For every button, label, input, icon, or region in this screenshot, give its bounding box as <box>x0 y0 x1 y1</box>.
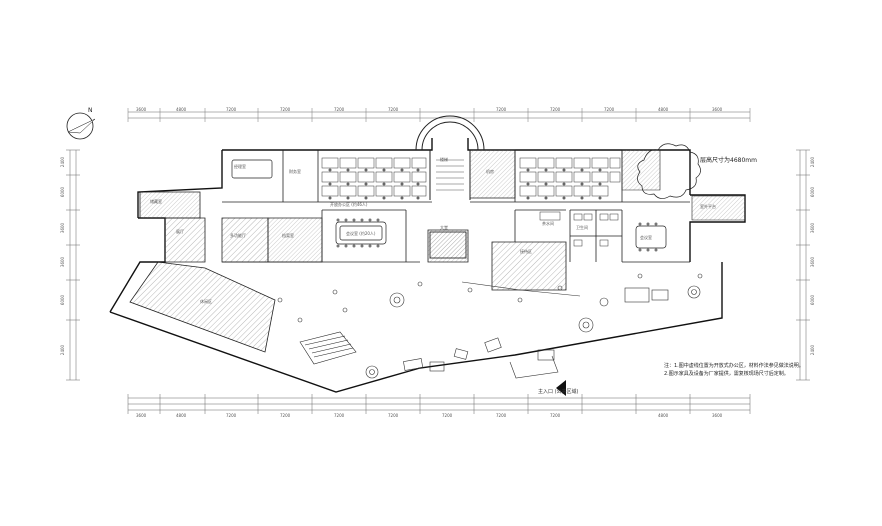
dim-left-2: 6000 <box>60 186 66 198</box>
right-dimension-lines <box>796 149 810 381</box>
cloud-note: 层高尺寸为4680mm <box>700 157 757 164</box>
room-label-multi-function: 多功能厅 <box>230 233 246 238</box>
workstations-right <box>519 157 621 200</box>
dim-top-10: 4800 <box>658 107 669 112</box>
dim-right-4: 3600 <box>810 256 816 268</box>
dim-bottom-4: 7200 <box>280 413 291 418</box>
room-label-server: 机房 <box>486 169 494 174</box>
dim-left-5: 6000 <box>60 294 66 306</box>
dim-left-6: 2400 <box>60 344 66 356</box>
entrance-label: 主入口 (公共区域) <box>538 389 579 395</box>
room-label-pantry: 茶水间 <box>542 221 554 226</box>
dim-left-4: 3600 <box>60 256 66 268</box>
dim-top-5: 7200 <box>334 107 345 112</box>
room-label-open-office: 开放办公区 (约46人) <box>330 202 368 207</box>
room-label-exhibition: 展厅 <box>176 229 184 234</box>
exterior-stair <box>299 331 357 365</box>
dim-top-11: 3600 <box>712 107 723 112</box>
dim-right-6: 2400 <box>810 344 816 356</box>
dim-bottom-7: 7200 <box>442 413 453 418</box>
general-note-1: 注：1.图中虚线位置为开放式办公区，材料作法参见做法说明。 <box>664 363 804 369</box>
lounge-furniture <box>277 273 703 379</box>
dim-right-5: 6000 <box>810 294 816 306</box>
dim-top-1: 3600 <box>136 107 147 112</box>
dim-bottom-5: 7200 <box>334 413 345 418</box>
interior-walls <box>222 150 690 263</box>
dim-top-4: 7200 <box>280 107 291 112</box>
north-arrow-icon <box>66 112 96 140</box>
room-label-reception: 接待区 <box>520 249 532 254</box>
dim-bottom-2: 4800 <box>176 413 187 418</box>
top-dimension-lines <box>127 108 751 122</box>
bottom-dimension-lines <box>127 394 751 414</box>
dim-top-7: 7200 <box>496 107 507 112</box>
room-label-archive: 档案室 <box>282 233 294 238</box>
revision-cloud <box>637 143 701 199</box>
room-label-finance: 财务室 <box>289 169 301 174</box>
hatched-rooms-left <box>129 191 323 353</box>
room-label-meeting-small: 会议室 <box>640 235 652 240</box>
dim-top-9: 7200 <box>604 107 615 112</box>
dim-left-1: 2400 <box>60 156 66 168</box>
entrance-arrow-icon <box>556 380 566 396</box>
room-label-lounge: 休闲区 <box>200 299 212 304</box>
dim-bottom-11: 3600 <box>712 413 723 418</box>
room-label-restroom: 卫生间 <box>576 225 588 230</box>
room-label-lobby: 大堂 <box>440 225 448 230</box>
dim-left-3: 3600 <box>60 222 66 234</box>
north-label: N <box>88 107 93 114</box>
dim-right-3: 3600 <box>810 222 816 234</box>
dim-top-3: 7200 <box>226 107 237 112</box>
room-label-storage: 储藏室 <box>150 199 162 204</box>
room-label-stair: 楼梯 <box>440 157 448 162</box>
restroom-fixtures <box>539 211 619 247</box>
left-dimension-lines <box>66 149 80 381</box>
dim-top-2: 4800 <box>176 107 187 112</box>
general-note-2: 2.图示家具及设备为厂家提供，需复核现场尺寸后定制。 <box>664 371 789 377</box>
dim-bottom-1: 3600 <box>136 413 147 418</box>
dim-bottom-8: 7200 <box>496 413 507 418</box>
room-label-terrace: 室外平台 <box>700 204 716 209</box>
room-label-meeting-large: 会议室 (约20人) <box>346 231 376 236</box>
meeting-tables <box>231 159 667 252</box>
dim-right-1: 2400 <box>810 156 816 168</box>
dim-top-8: 7200 <box>550 107 561 112</box>
dim-bottom-6: 7200 <box>388 413 399 418</box>
dim-bottom-3: 7200 <box>226 413 237 418</box>
workstations-left <box>321 157 427 200</box>
room-label-manager: 经理室 <box>234 164 246 169</box>
dim-top-6: 7200 <box>388 107 399 112</box>
dim-bottom-10: 4800 <box>658 413 669 418</box>
lobby-counter <box>429 231 467 259</box>
dim-right-2: 6000 <box>810 186 816 198</box>
outdoor-terrace <box>461 281 581 379</box>
dim-bottom-9: 7200 <box>550 413 561 418</box>
